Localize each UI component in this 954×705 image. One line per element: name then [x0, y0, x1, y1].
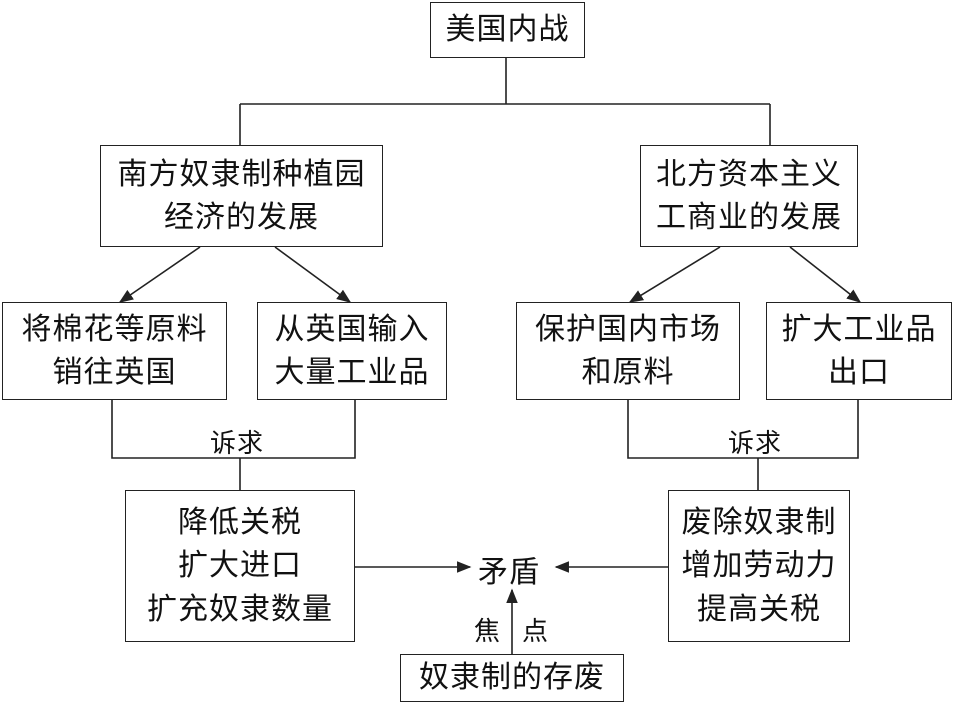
north-arrow-left: [628, 246, 721, 303]
north-title-line-2: 工商业的发展: [656, 200, 842, 235]
north-demand-2: 增加劳动力: [681, 548, 837, 584]
south-left-line-2: 销往英国: [52, 355, 177, 390]
root-box: 美国内战: [430, 2, 585, 58]
focus-label-right: 点: [522, 617, 550, 647]
north-right-box: 扩大工业品 出口: [766, 302, 952, 400]
north-right-line-2: 出口: [828, 355, 890, 390]
south-demands-box: 降低关税 扩大进口 扩充奴隶数量: [125, 490, 355, 642]
south-right-line-2: 大量工业品: [274, 355, 430, 390]
conflict-label: 矛盾: [478, 555, 540, 590]
north-demand-1: 废除奴隶制: [681, 504, 837, 540]
north-left-line-2: 和原料: [581, 355, 675, 390]
north-left-line-1: 保护国内市场: [535, 311, 721, 347]
south-left-box: 将棉花等原料 销往英国: [2, 302, 227, 400]
south-title-line-1: 南方奴隶制种植园: [117, 156, 366, 192]
south-right-line-1: 从英国输入: [274, 311, 430, 347]
focus-text: 奴隶制的存废: [419, 660, 605, 696]
north-appeal-label: 诉求: [728, 429, 783, 459]
south-left-line-1: 将棉花等原料: [21, 311, 208, 347]
south-appeal-label: 诉求: [210, 429, 265, 459]
south-title-line-2: 经济的发展: [164, 200, 319, 235]
south-demand-3: 扩充奴隶数量: [147, 591, 333, 627]
south-arrow-left: [118, 246, 201, 303]
north-demand-3: 提高关税: [697, 591, 821, 627]
south-demand-2: 扩大进口: [178, 548, 302, 584]
south-bracket: [111, 400, 356, 459]
north-demands-box: 废除奴隶制 增加劳动力 提高关税: [668, 490, 850, 642]
north-title-box: 北方资本主义 工商业的发展: [640, 145, 858, 247]
focus-box: 奴隶制的存废: [400, 654, 624, 702]
north-arrow-right: [789, 246, 862, 303]
south-right-box: 从英国输入 大量工业品: [257, 302, 447, 400]
south-demand-1: 降低关税: [178, 504, 302, 540]
north-bracket: [627, 400, 859, 459]
focus-label-left: 焦: [474, 617, 502, 647]
north-right-line-1: 扩大工业品: [781, 311, 937, 347]
root-label: 美国内战: [445, 12, 570, 48]
south-title-box: 南方奴隶制种植园 经济的发展: [100, 145, 383, 247]
south-arrow-right: [274, 246, 352, 303]
north-left-box: 保护国内市场 和原料: [516, 302, 740, 400]
north-title-line-1: 北方资本主义: [656, 156, 842, 192]
